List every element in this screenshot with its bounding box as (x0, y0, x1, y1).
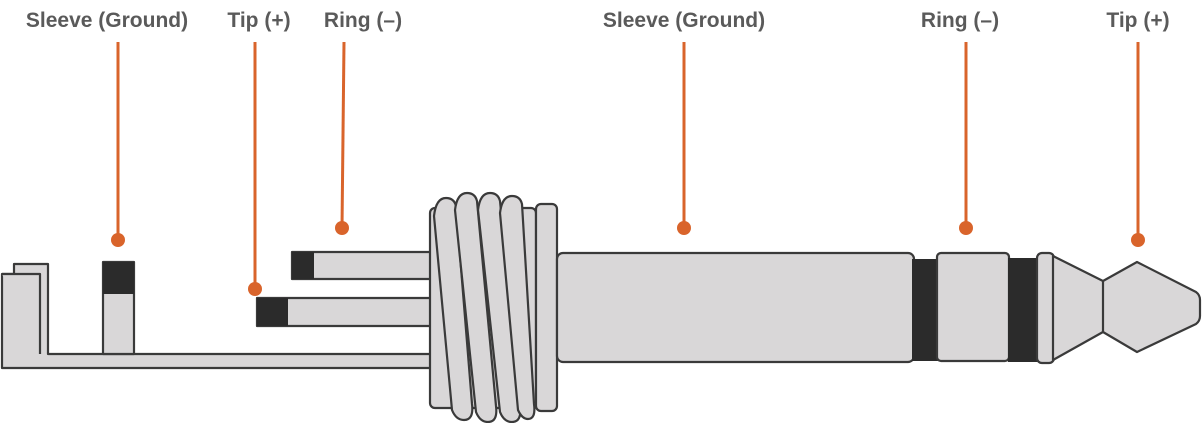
label-left-tip-text: Tip (+) (227, 9, 290, 32)
sleeve-solder-post-insulation (103, 262, 134, 294)
marker-right-ring (959, 221, 973, 235)
ring-contact (935, 251, 1011, 363)
marker-left-tip (248, 282, 262, 296)
labels: Sleeve (Ground) Tip (+) Ring (–) Sleeve … (26, 9, 1170, 296)
label-left-ring: Ring (–) (324, 9, 402, 235)
sleeve-contact (555, 251, 916, 364)
ring-solder-lug-insulation (292, 252, 314, 279)
marker-left-sleeve (111, 233, 125, 247)
label-left-ring-text: Ring (–) (324, 9, 402, 32)
sleeve-terminal-back-plate (2, 272, 42, 354)
tip-contact (1051, 254, 1202, 362)
label-left-sleeve-text: Sleeve (Ground) (26, 9, 188, 32)
label-right-sleeve: Sleeve (Ground) (603, 9, 765, 235)
label-right-tip-text: Tip (+) (1106, 9, 1169, 32)
label-right-sleeve-text: Sleeve (Ground) (603, 9, 765, 32)
threaded-collar (428, 191, 559, 423)
ring-tip-insulator (1008, 258, 1039, 362)
thread-1 (432, 196, 474, 422)
tip-solder-lug-insulation (257, 298, 288, 326)
marker-left-ring (335, 221, 349, 235)
solder-terminals (0, 250, 435, 370)
label-right-ring-text: Ring (–) (921, 9, 999, 32)
label-right-ring: Ring (–) (921, 9, 999, 235)
thread-2 (453, 191, 498, 423)
label-right-tip: Tip (+) (1106, 9, 1170, 247)
tip-collar (1035, 251, 1056, 365)
label-left-tip: Tip (+) (227, 9, 291, 296)
plug-shaft (555, 251, 1202, 365)
sleeve-ring-insulator (912, 259, 938, 361)
leader-left-ring (340, 41, 346, 229)
thread-4 (498, 194, 536, 421)
marker-right-tip (1131, 233, 1145, 247)
thread-3 (476, 191, 522, 423)
collar-flange (534, 202, 559, 413)
label-left-sleeve: Sleeve (Ground) (26, 9, 188, 247)
marker-right-sleeve (677, 221, 691, 235)
